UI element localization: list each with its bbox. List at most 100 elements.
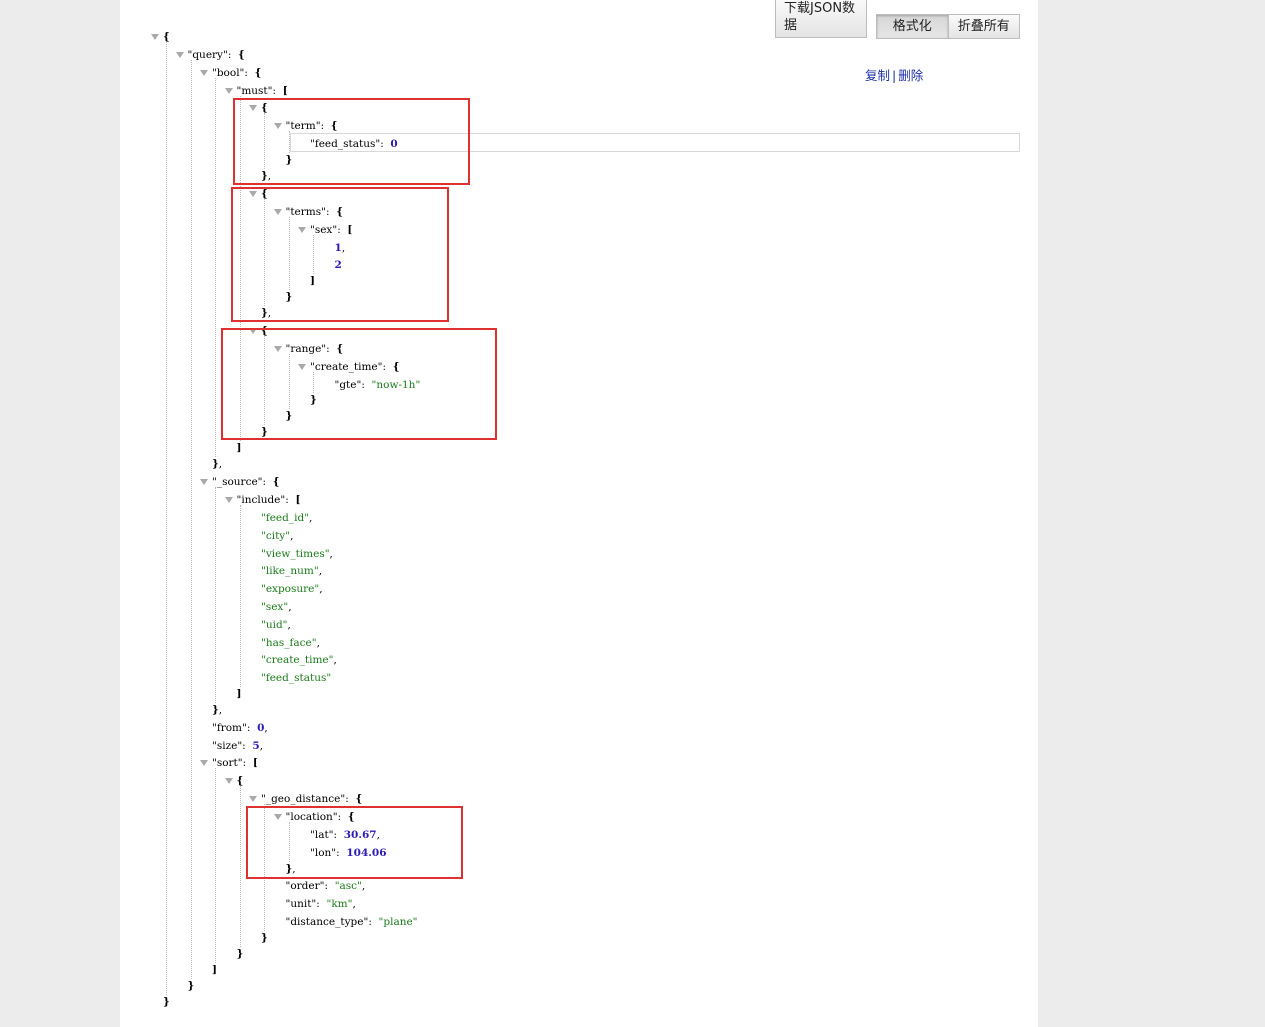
collapse-toggle-icon[interactable] bbox=[224, 88, 233, 94]
highlight-box-term bbox=[233, 98, 470, 185]
json-line: "_source": { bbox=[212, 476, 280, 488]
indent-guide bbox=[239, 786, 241, 947]
indent-guide bbox=[264, 804, 265, 931]
json-line: "exposure", bbox=[261, 583, 323, 595]
json-line: "distance_type": "plane" bbox=[285, 916, 418, 928]
collapse-toggle-icon[interactable] bbox=[200, 760, 208, 766]
indent-guide bbox=[190, 60, 192, 979]
json-line: { bbox=[236, 775, 244, 787]
json-line: "sex", bbox=[261, 601, 292, 613]
collapse-toggle-icon[interactable] bbox=[200, 70, 208, 76]
highlight-box-terms bbox=[231, 187, 449, 322]
json-line: "include": [ bbox=[236, 494, 301, 506]
json-line: ] bbox=[310, 275, 315, 287]
indent-guide bbox=[239, 505, 241, 687]
indent-guide bbox=[264, 113, 265, 169]
row-actions: 复制|删除 bbox=[865, 65, 923, 84]
indent-guide bbox=[313, 372, 314, 393]
highlight-box-range bbox=[221, 328, 497, 440]
json-line: "must": [ bbox=[236, 85, 288, 97]
collapse-toggle-icon[interactable] bbox=[273, 209, 282, 215]
copy-link[interactable]: 复制 bbox=[865, 68, 891, 83]
json-line: "feed_id", bbox=[261, 512, 313, 524]
json-viewer-panel bbox=[120, 0, 1038, 1027]
json-line: "sex": [ bbox=[310, 224, 353, 236]
indent-guide bbox=[288, 354, 290, 409]
collapse-toggle-icon[interactable] bbox=[298, 227, 306, 233]
hovered-row-highlight bbox=[290, 133, 1020, 152]
json-line: "sort": [ bbox=[212, 757, 258, 769]
json-line: "like_num", bbox=[261, 565, 323, 577]
json-line: "terms": { bbox=[285, 206, 343, 218]
json-line: { bbox=[261, 102, 268, 114]
indent-guide bbox=[264, 336, 265, 425]
json-line: "order": "asc", bbox=[285, 880, 366, 892]
json-line: } bbox=[285, 291, 293, 303]
collapse-toggle-icon[interactable] bbox=[249, 105, 257, 111]
collapse-toggle-icon[interactable] bbox=[151, 34, 159, 40]
view-toggle-group: 格式化 折叠所有 bbox=[876, 14, 1020, 39]
json-line: } bbox=[236, 948, 244, 960]
json-line: { bbox=[261, 325, 268, 337]
collapse-toggle-icon[interactable] bbox=[273, 123, 282, 129]
json-line: }, bbox=[212, 458, 223, 470]
json-line: } bbox=[261, 426, 268, 438]
json-line: "lon": 104.06 bbox=[310, 847, 387, 859]
json-line: "uid", bbox=[261, 619, 291, 631]
collapse-all-button[interactable]: 折叠所有 bbox=[947, 15, 1019, 38]
indent-guide bbox=[264, 199, 265, 306]
json-line: "location": { bbox=[285, 811, 355, 823]
download-json-button[interactable]: 下载JSON数据 bbox=[775, 0, 867, 38]
json-line: }, bbox=[285, 863, 296, 875]
json-line: "bool": { bbox=[212, 67, 262, 79]
json-line: } bbox=[285, 154, 293, 166]
json-line: "term": { bbox=[285, 120, 338, 132]
json-line: "size": 5, bbox=[212, 740, 264, 752]
indent-guide bbox=[288, 131, 290, 153]
json-line: "create_time", bbox=[261, 654, 337, 666]
json-line: "from": 0, bbox=[212, 722, 268, 734]
indent-guide bbox=[313, 235, 314, 274]
indent-guide bbox=[166, 42, 167, 995]
collapse-toggle-icon[interactable] bbox=[175, 52, 184, 58]
collapse-toggle-icon[interactable] bbox=[298, 364, 306, 370]
collapse-toggle-icon[interactable] bbox=[224, 778, 233, 784]
json-line: "range": { bbox=[285, 343, 344, 355]
json-line: { bbox=[163, 31, 170, 43]
json-line: "view_times", bbox=[261, 548, 333, 560]
json-line: ] bbox=[212, 964, 217, 976]
json-line: "lat": 30.67, bbox=[310, 829, 380, 841]
json-line: } bbox=[187, 980, 195, 992]
json-line: ] bbox=[236, 688, 242, 700]
collapse-toggle-icon[interactable] bbox=[249, 191, 257, 197]
json-line: "_geo_distance": { bbox=[261, 793, 363, 805]
json-line: 1, bbox=[334, 242, 346, 254]
highlight-box-location bbox=[246, 806, 463, 879]
json-line: ] bbox=[236, 442, 242, 454]
json-line: "gte": "now-1h" bbox=[334, 379, 421, 391]
json-line: } bbox=[163, 996, 170, 1008]
json-line: "create_time": { bbox=[310, 361, 400, 373]
json-line: }, bbox=[261, 170, 272, 182]
json-line: "feed_status": 0 bbox=[310, 138, 398, 150]
collapse-toggle-icon[interactable] bbox=[249, 796, 257, 802]
json-line: "query": { bbox=[187, 49, 245, 61]
json-line: "city", bbox=[261, 530, 294, 542]
indent-guide bbox=[288, 217, 290, 290]
json-line: { bbox=[261, 188, 268, 200]
collapse-toggle-icon[interactable] bbox=[224, 497, 233, 503]
json-line: "feed_status" bbox=[261, 672, 332, 684]
collapse-toggle-icon[interactable] bbox=[249, 328, 257, 334]
indent-guide bbox=[215, 487, 216, 703]
format-button[interactable]: 格式化 bbox=[877, 15, 948, 38]
indent-guide bbox=[215, 768, 216, 963]
collapse-toggle-icon[interactable] bbox=[200, 479, 208, 485]
json-line: } bbox=[261, 932, 268, 944]
delete-link[interactable]: 删除 bbox=[898, 68, 924, 83]
indent-guide bbox=[239, 96, 241, 441]
json-line: } bbox=[310, 394, 317, 406]
collapse-toggle-icon[interactable] bbox=[273, 814, 282, 820]
json-line: 2 bbox=[334, 259, 342, 271]
collapse-toggle-icon[interactable] bbox=[273, 346, 282, 352]
indent-guide bbox=[215, 78, 216, 457]
